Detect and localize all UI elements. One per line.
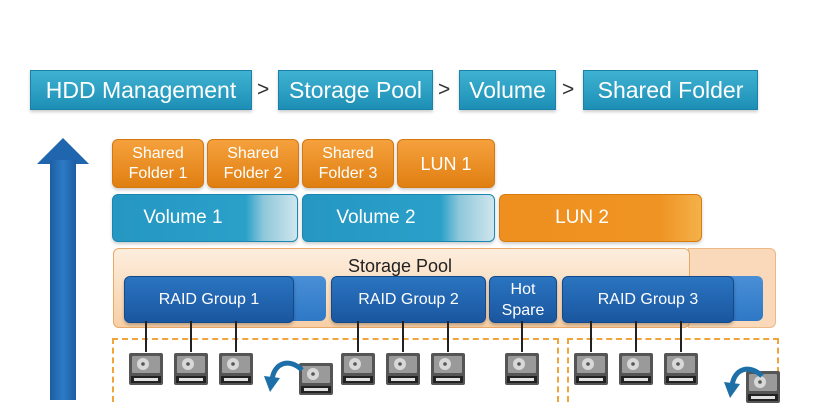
hard-disk-icon — [386, 353, 420, 385]
volume-2: Volume 2 — [302, 194, 495, 242]
breadcrumb-separator: > — [257, 78, 270, 101]
connector-line — [680, 321, 682, 352]
raid-group-1: RAID Group 1 — [124, 276, 294, 323]
disk-area-left — [112, 338, 559, 402]
up-arrow-head — [37, 138, 89, 164]
connector-line — [235, 321, 237, 352]
shared-folder-1: Shared Folder 1 — [112, 139, 204, 188]
hard-disk-icon — [129, 353, 163, 385]
connector-line — [447, 321, 449, 352]
raid-group-2: RAID Group 2 — [331, 276, 486, 323]
lun-2-label: LUN 2 — [555, 207, 609, 228]
hard-disk-icon — [341, 353, 375, 385]
connector-line — [190, 321, 192, 352]
connector-line — [590, 321, 592, 352]
breadcrumb-separator: > — [562, 78, 575, 101]
breadcrumb-separator: > — [438, 78, 451, 101]
breadcrumb-volume[interactable]: Volume — [459, 70, 556, 110]
volume-1: Volume 1 — [112, 194, 298, 242]
breadcrumb-storage-pool[interactable]: Storage Pool — [278, 70, 433, 110]
shared-folder-3: Shared Folder 3 — [302, 139, 394, 188]
volume-1-label: Volume 1 — [143, 207, 223, 228]
shared-folder-2: Shared Folder 2 — [207, 139, 299, 188]
up-arrow-shaft — [50, 160, 76, 400]
hard-disk-icon — [574, 353, 608, 385]
hot-spare: Hot Spare — [489, 276, 557, 323]
connector-line — [402, 321, 404, 352]
connector-line — [357, 321, 359, 352]
curved-arrow-icon — [264, 360, 304, 392]
breadcrumb-hdd-management[interactable]: HDD Management — [30, 70, 252, 110]
connector-line — [635, 321, 637, 352]
connector-line — [145, 321, 147, 352]
curved-arrow-icon — [724, 366, 764, 398]
storage-pool-title: Storage Pool — [347, 256, 453, 276]
hard-disk-icon — [505, 353, 539, 385]
volume-2-label: Volume 2 — [336, 207, 416, 228]
lun-2: LUN 2 — [499, 194, 702, 242]
breadcrumb-shared-folder[interactable]: Shared Folder — [583, 70, 758, 110]
raid-group-3: RAID Group 3 — [562, 276, 734, 323]
lun-1: LUN 1 — [397, 139, 495, 188]
hard-disk-icon — [664, 353, 698, 385]
connector-line — [521, 321, 523, 352]
hard-disk-icon — [174, 353, 208, 385]
hard-disk-icon — [219, 353, 253, 385]
hard-disk-icon — [299, 363, 333, 395]
hard-disk-icon — [746, 371, 780, 403]
hard-disk-icon — [619, 353, 653, 385]
disk-area-right — [567, 338, 779, 402]
hard-disk-icon — [431, 353, 465, 385]
